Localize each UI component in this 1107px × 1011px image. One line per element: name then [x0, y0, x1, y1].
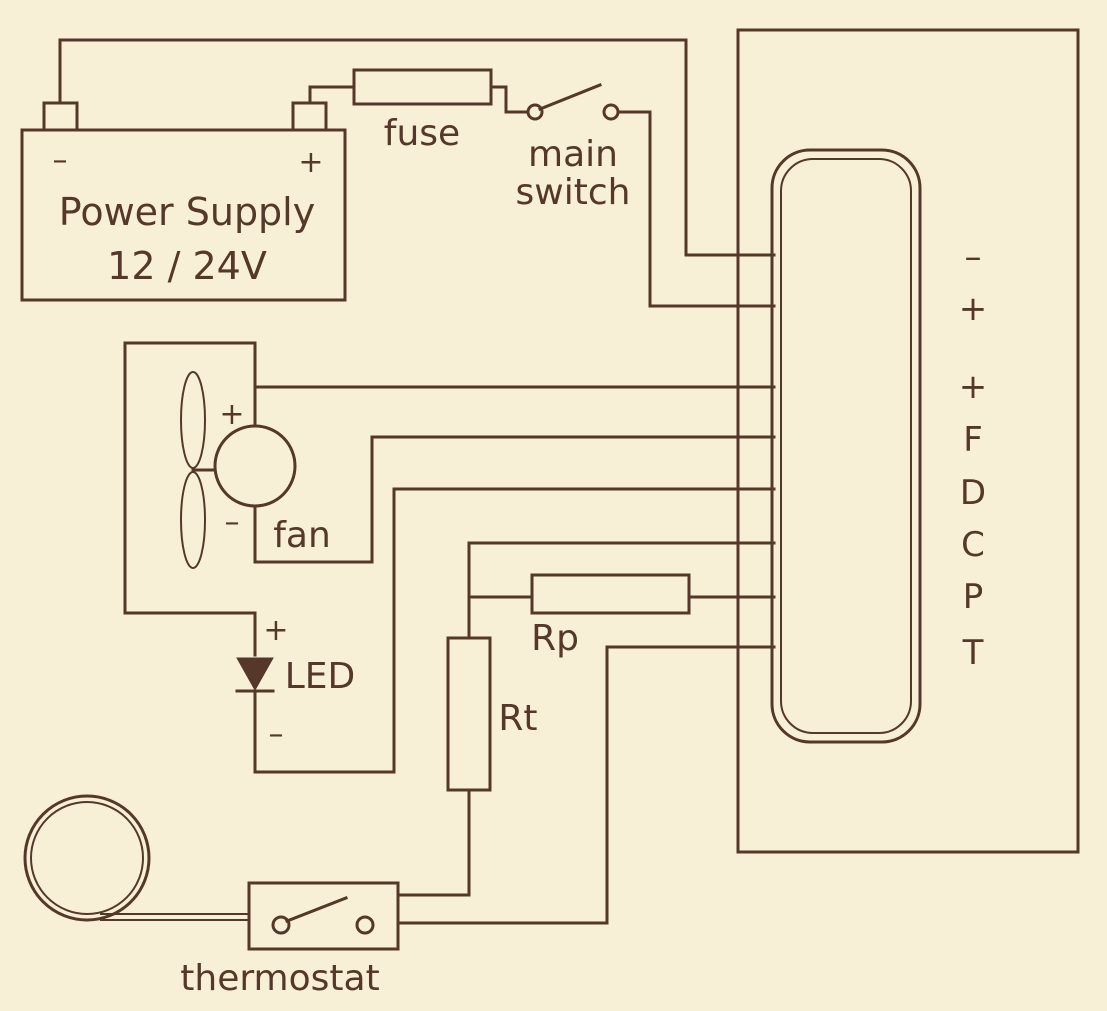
- wire-positive-to-fuse: [308, 85, 356, 105]
- wire-fan-minus: [253, 435, 776, 564]
- main-switch: [526, 83, 620, 121]
- led-plus-sign: +: [263, 613, 288, 648]
- fuse-label: fuse: [384, 113, 460, 154]
- fan-label: fan: [273, 515, 331, 556]
- power-supply-title: Power Supply: [59, 190, 315, 234]
- terminal-labels: – + + F D C P T: [959, 237, 988, 673]
- main-switch-contact-right: [602, 103, 620, 121]
- led-triangle: [236, 657, 274, 692]
- thermostat-sensor: [23, 794, 249, 922]
- controller-unit: [736, 28, 1080, 854]
- main-switch-label-line2: switch: [516, 172, 631, 213]
- sensor-coil-outer: [23, 794, 151, 922]
- wire-led-minus-to-d: [253, 487, 776, 774]
- power-supply-plus-sign: +: [298, 145, 323, 180]
- negative-terminal-post: [42, 101, 79, 132]
- terminal-label-plus-2: +: [959, 367, 988, 407]
- connector-block-inner: [780, 158, 912, 734]
- wire-fan-plus: [253, 385, 776, 428]
- fan-plus-sign: +: [219, 397, 244, 432]
- controller-housing: [736, 28, 1080, 854]
- thermostat-label: thermostat: [180, 958, 379, 999]
- fan: + – fan: [180, 371, 331, 569]
- terminal-label-d: D: [960, 473, 986, 513]
- rp-resistor-body: [530, 573, 691, 615]
- fuse-body: [352, 68, 493, 106]
- thermostat-contact-left: [271, 915, 291, 935]
- power-supply: – + Power Supply 12 / 24V: [20, 101, 347, 302]
- connector-block-outer: [770, 148, 922, 744]
- terminal-label-plus: +: [959, 289, 988, 329]
- led: + – LED: [235, 613, 356, 752]
- rp-label: Rp: [531, 618, 579, 659]
- main-switch-lever: [538, 83, 602, 111]
- wire-negative: [58, 38, 776, 257]
- power-supply-voltage: 12 / 24V: [107, 244, 267, 288]
- fan-blade-top: [180, 371, 206, 469]
- led-minus-sign: –: [269, 717, 284, 752]
- terminal-label-minus: –: [965, 237, 982, 277]
- thermostat-body: [247, 881, 400, 951]
- fan-blade-bottom: [180, 471, 206, 569]
- main-switch-label-line1: main: [528, 134, 618, 175]
- thermostat: thermostat: [180, 881, 400, 999]
- terminal-label-t: T: [962, 633, 984, 673]
- power-supply-minus-sign: –: [53, 143, 68, 178]
- sensor-coil-inner: [30, 801, 144, 915]
- wire-switch-to-controller-plus: [616, 110, 776, 308]
- wire-c: [467, 541, 776, 640]
- led-label: LED: [285, 656, 356, 697]
- fan-minus-sign: –: [225, 505, 240, 540]
- power-supply-box: [20, 128, 347, 302]
- wire-led-plus: [123, 341, 257, 657]
- rt-resistor-body: [446, 636, 492, 792]
- terminal-label-c: C: [961, 525, 985, 565]
- terminal-label-f: F: [963, 420, 983, 460]
- thermostat-contact-right: [355, 915, 375, 935]
- terminal-label-p: P: [963, 577, 984, 617]
- rt-label: Rt: [498, 698, 537, 739]
- main-switch-contact-left: [526, 103, 544, 121]
- wire-rt-to-thermostat: [396, 788, 471, 897]
- wire-t: [396, 645, 776, 925]
- wire-fuse-to-switch: [489, 85, 530, 114]
- positive-terminal-post: [291, 101, 328, 132]
- fan-motor: [213, 424, 297, 508]
- thermostat-lever: [285, 896, 348, 923]
